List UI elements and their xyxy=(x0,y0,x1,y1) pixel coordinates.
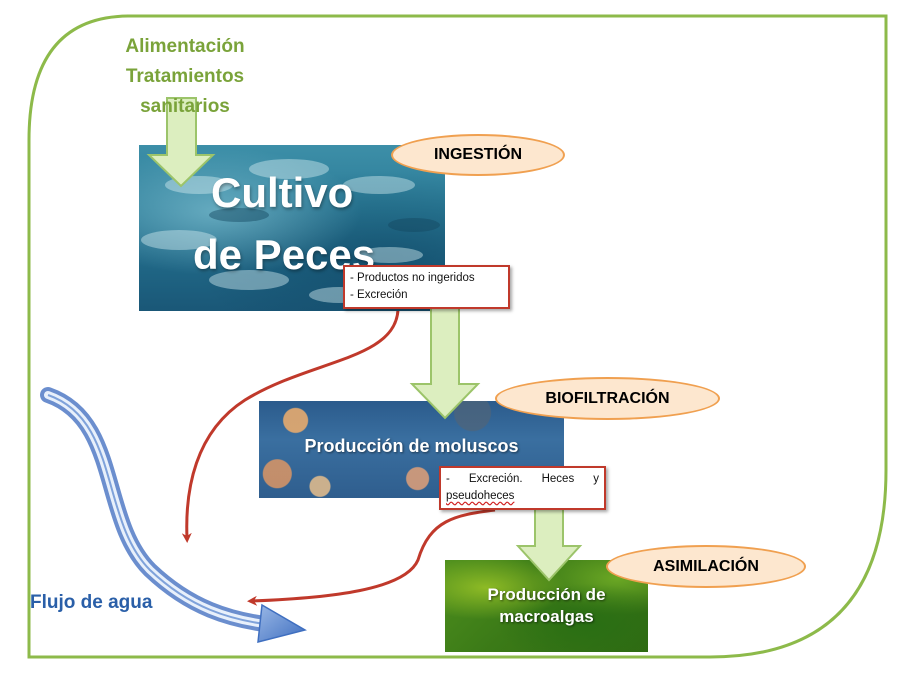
mollusc-output-pseudofeces: pseudoheces xyxy=(446,490,515,502)
frame-border xyxy=(27,14,888,659)
stage-assimilation: ASIMILACIÓN xyxy=(606,545,806,588)
fish-output-excretion: - Excreción xyxy=(350,289,408,301)
mollusc-output-excretion: Excreción. xyxy=(468,473,523,485)
molluscs-title: Producción de moluscos xyxy=(304,436,519,456)
mollusc-output-and: y xyxy=(593,473,599,485)
inputs-sanitary: sanitarios xyxy=(140,96,230,117)
mollusc-output-dash: - xyxy=(446,473,450,485)
stage-biofiltration: BIOFILTRACIÓN xyxy=(495,377,720,420)
mollusc-outputs-box: - Excreción. Heces y pseudoheces xyxy=(439,466,606,510)
water-flow-arrow xyxy=(40,387,307,643)
macroalgae-title: Producción de macroalgas xyxy=(445,584,648,628)
mollusc-output-line1: - Excreción. Heces y xyxy=(446,471,599,488)
fish-farming-title-line1: Cultivo xyxy=(211,169,354,216)
stage-ingestion: INGESTIÓN xyxy=(391,134,565,176)
fish-output-uneaten: - Productos no ingeridos xyxy=(350,272,475,284)
water-flow-label: Flujo de agua xyxy=(30,592,153,613)
inputs-label: Alimentación Tratamientos sanitarios xyxy=(100,32,270,122)
red-arrow-fish-to-flow xyxy=(181,309,400,543)
mollusc-output-feces: Heces xyxy=(541,473,575,485)
inputs-feeding: Alimentación xyxy=(125,36,245,57)
macroalgae-title-line2: macroalgas xyxy=(499,607,594,626)
fish-to-molluscs-arrow xyxy=(409,298,481,420)
molluscs-to-algae-arrow xyxy=(515,497,583,582)
fish-outputs-box: - Productos no ingeridos - Excreción xyxy=(343,265,510,309)
inputs-treatments: Tratamientos xyxy=(125,66,245,87)
fish-farming-title: Cultivo de Peces xyxy=(193,162,393,286)
input-down-arrow xyxy=(146,97,216,188)
red-arrow-molluscs-to-flow xyxy=(247,508,496,606)
macroalgae-title-line1: Producción de xyxy=(487,585,606,604)
